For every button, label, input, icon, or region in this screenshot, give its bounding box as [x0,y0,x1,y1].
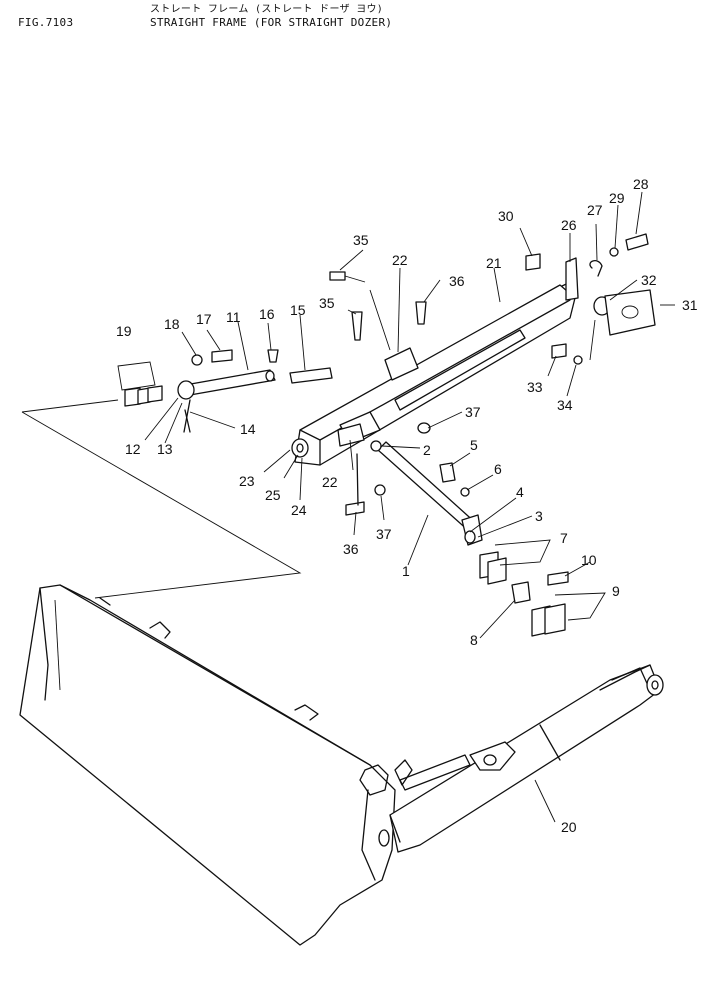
callout-label: 1 [402,563,410,579]
callout-label: 11 [226,309,241,325]
callout-label: 14 [240,421,256,437]
callout-label: 23 [239,473,255,489]
callout-leaders [144,191,675,823]
callout-label: 35 [319,295,335,311]
callout-label: 27 [587,202,603,218]
brace-1 [377,441,483,546]
callout-label: 3 [535,508,543,524]
frame-21 [291,279,579,466]
callout-label: 17 [196,311,212,327]
callout-label: 18 [164,316,180,332]
title-english: STRAIGHT FRAME (FOR STRAIGHT DOZER) [150,16,393,29]
callout-label: 22 [322,474,338,490]
callout-label: 32 [641,272,657,288]
callout-label: 16 [259,306,275,322]
callout-label: 5 [470,437,478,453]
callout-label: 30 [498,208,514,224]
callout-label: 2 [423,442,431,458]
callout-label: 21 [486,255,502,271]
arm-11 [177,369,276,433]
callout-label: 37 [465,404,481,420]
callout-label: 33 [527,379,543,395]
dozer-blade [19,584,396,946]
callout-label: 35 [353,232,369,248]
callout-label: 7 [560,530,568,546]
title-japanese: ストレート フレーム (ストレート ドーザ ヨウ) [150,4,384,15]
callout-label: 9 [612,583,620,599]
small-parts [117,233,656,637]
callout-label: 4 [516,484,524,500]
callout-label: 20 [561,819,577,835]
callout-label: 25 [265,487,281,503]
callout-label: 36 [449,273,465,289]
callout-label: 31 [682,297,698,313]
callout-label: 28 [633,176,649,192]
callout-label: 26 [561,217,577,233]
callout-label: 13 [157,441,173,457]
frame-20-assembled [389,664,664,853]
callout-label: 10 [581,552,597,568]
callout-label: 24 [291,502,307,518]
callout-label: 29 [609,190,625,206]
figure-number: FIG.7103 [18,16,74,29]
callout-label: 19 [116,323,132,339]
callout-labels: 1 2 3 4 5 6 7 8 9 10 11 12 13 14 15 16 1… [116,176,698,835]
callout-label: 15 [290,302,306,318]
callout-label: 22 [392,252,408,268]
callout-label: 34 [557,397,573,413]
callout-label: 37 [376,526,392,542]
callout-label: 12 [125,441,141,457]
callout-label: 8 [470,632,478,648]
callout-label: 36 [343,541,359,557]
callout-label: 6 [494,461,502,477]
